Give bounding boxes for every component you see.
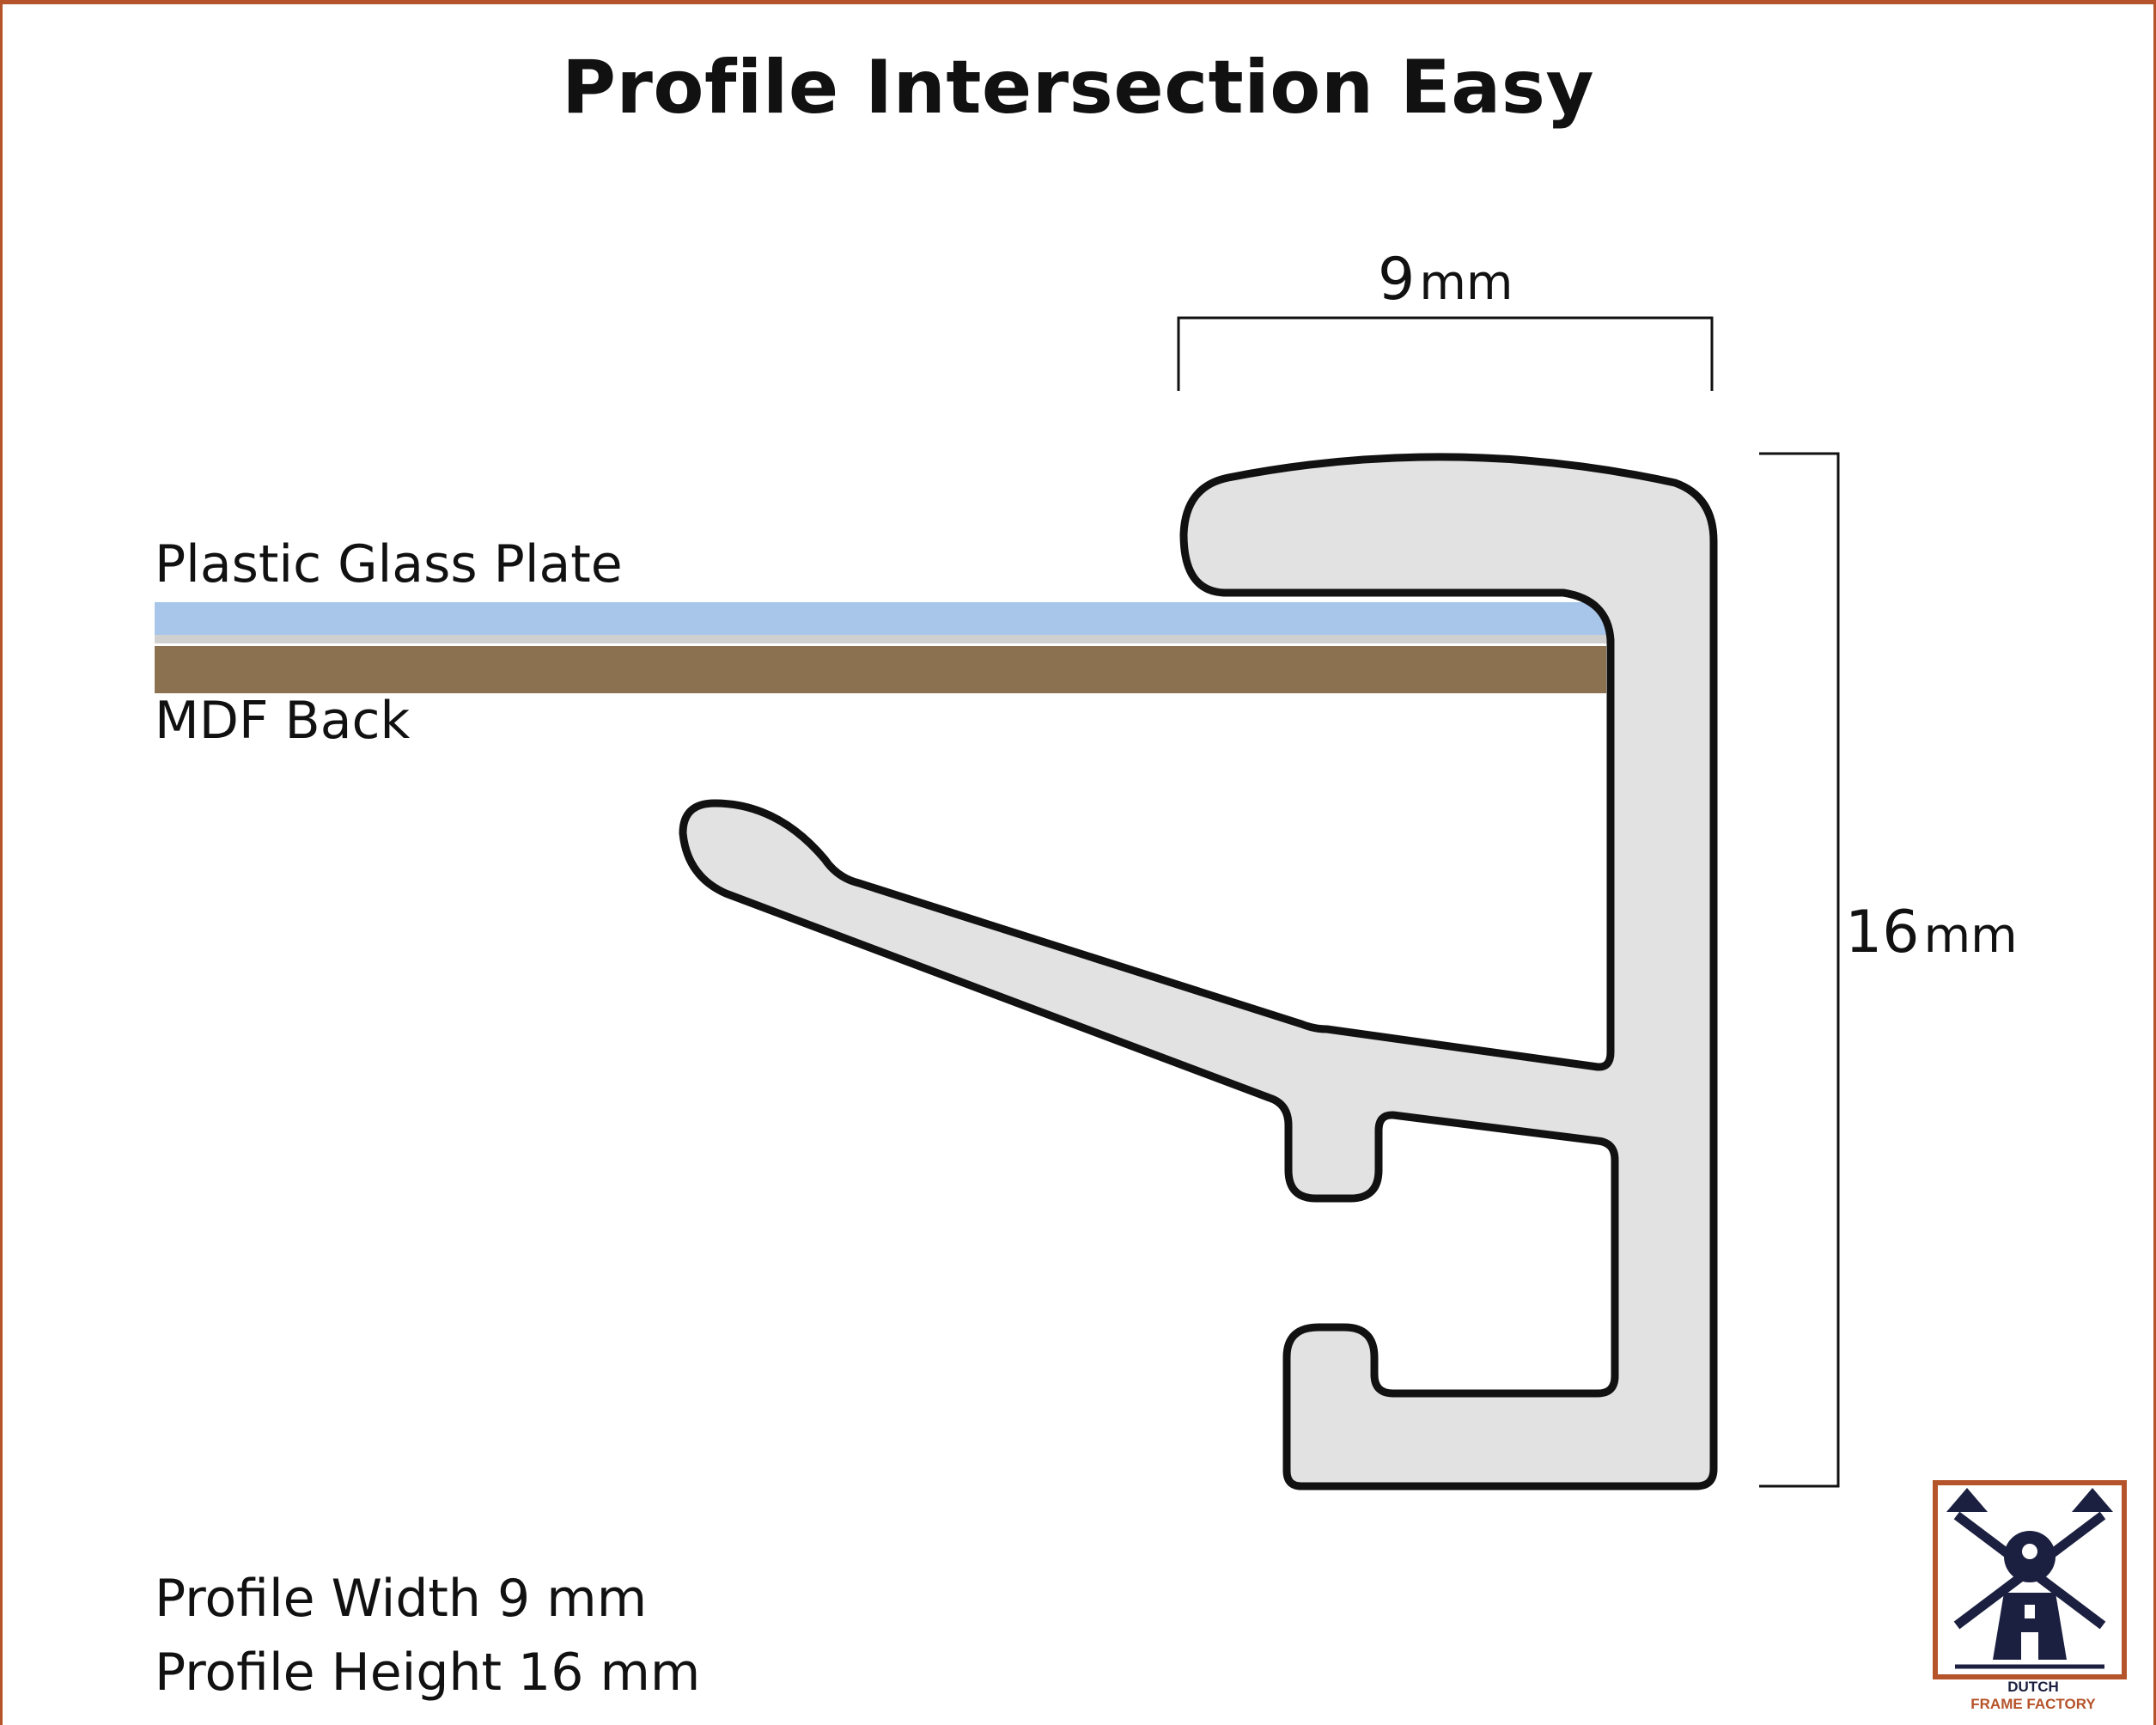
plastic-glass-plate — [155, 602, 1611, 635]
glass-edge-line — [155, 635, 1611, 643]
width-dimension-bracket — [1177, 316, 1714, 391]
profile-body — [679, 453, 1718, 1490]
logo-text-dutch: DUTCH — [2007, 1679, 2059, 1695]
height-unit: mm — [1923, 908, 2018, 964]
left-accent-rule — [0, 0, 3, 1725]
right-accent-rule — [2153, 0, 2156, 1725]
glass-plate-label: Plastic Glass Plate — [155, 534, 623, 594]
mdf-back-board — [155, 646, 1606, 693]
height-value: 16 — [1845, 899, 1920, 966]
width-value: 9 — [1378, 246, 1416, 314]
logo-text-frame-factory: FRAME FACTORY — [1970, 1696, 2096, 1712]
diagram-title: Profile Intersection Easy — [561, 45, 1595, 131]
windmill-icon — [1933, 1480, 2127, 1679]
dutch-frame-factory-logo: DUTCH FRAME FACTORY — [1931, 1479, 2135, 1715]
width-dimension-label: 9 mm — [1378, 246, 1513, 314]
width-unit: mm — [1419, 255, 1513, 311]
mdf-back-label: MDF Back — [155, 691, 411, 751]
height-dimension-label: 16 mm — [1845, 899, 2018, 966]
profile-width-spec: Profile Width 9 mm — [155, 1569, 648, 1629]
profile-height-spec: Profile Height 16 mm — [155, 1643, 701, 1703]
height-dimension-bracket — [1759, 452, 1840, 1488]
top-accent-rule — [0, 0, 2156, 4]
